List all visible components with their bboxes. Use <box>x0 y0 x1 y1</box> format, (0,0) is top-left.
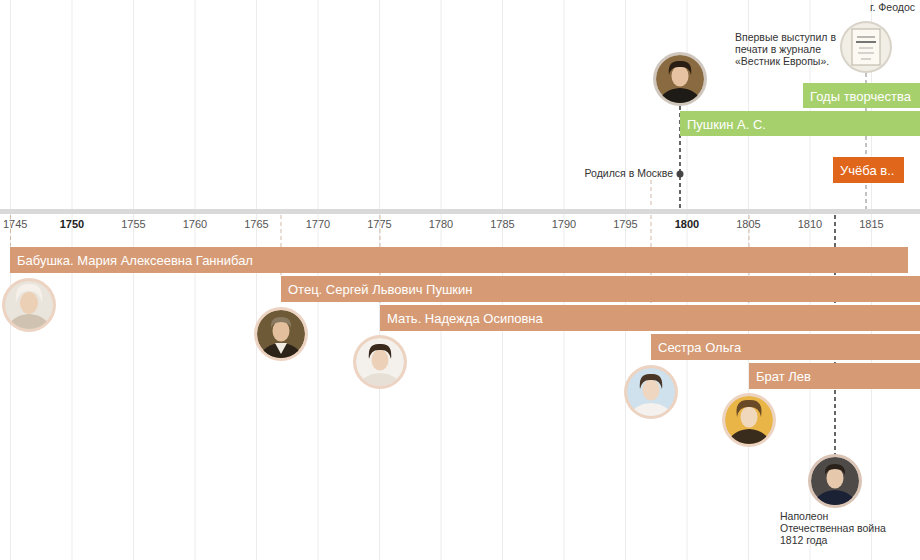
portrait <box>808 454 862 511</box>
bar-label: Брат Лев <box>756 364 811 390</box>
place-label: г. Феодос <box>870 1 915 13</box>
year-tick: 1790 <box>552 218 576 230</box>
year-tick: 1815 <box>859 218 883 230</box>
year-tick: 1775 <box>367 218 391 230</box>
bar-label: Пушкин А. С. <box>687 112 766 137</box>
year-tick: 1755 <box>121 218 145 230</box>
bar-label: Отец. Сергей Львович Пушкин <box>288 277 472 303</box>
time-axis <box>0 209 920 214</box>
person-bar: Бабушка. Мария Алексеевна Ганнибал <box>10 247 908 273</box>
year-tick: 1795 <box>613 218 637 230</box>
birth-dot <box>677 171 684 178</box>
event-note: Отечественная война 1812 года <box>780 522 898 546</box>
year-tick: 1765 <box>244 218 268 230</box>
portrait <box>624 365 678 422</box>
event-note: Наполеон <box>780 510 910 522</box>
portrait <box>2 278 56 335</box>
bar-label: Годы творчества <box>810 84 911 109</box>
person-bar: Сестра Ольга <box>651 334 920 360</box>
portrait <box>254 307 308 364</box>
event-box: Учёба в.. <box>833 157 904 183</box>
event-note: Впервые выступил в печати в журнале «Вес… <box>735 31 839 67</box>
year-tick: 1745 <box>3 218 27 230</box>
portrait <box>353 335 407 392</box>
person-bar: Пушкин А. С. <box>680 111 920 136</box>
year-tick: 1805 <box>736 218 760 230</box>
bar-label: Бабушка. Мария Алексеевна Ганнибал <box>17 248 253 274</box>
year-tick: 1785 <box>490 218 514 230</box>
year-tick: 1800 <box>675 218 699 230</box>
bar-label: Учёба в.. <box>840 158 894 184</box>
year-tick: 1780 <box>429 218 453 230</box>
book-icon <box>840 21 892 73</box>
bar-label: Сестра Ольга <box>658 335 741 361</box>
person-bar: Отец. Сергей Львович Пушкин <box>281 276 920 302</box>
event-note: Родился в Москве <box>585 167 673 179</box>
portrait <box>653 52 707 109</box>
year-tick: 1810 <box>798 218 822 230</box>
person-bar: Мать. Надежда Осиповна <box>380 305 920 331</box>
period-bar: Годы творчества <box>803 83 920 108</box>
portrait <box>722 393 776 450</box>
person-bar: Брат Лев <box>749 363 920 389</box>
year-tick: 1750 <box>60 218 84 230</box>
bar-label: Мать. Надежда Осиповна <box>387 306 543 332</box>
year-tick: 1760 <box>183 218 207 230</box>
year-tick: 1770 <box>306 218 330 230</box>
